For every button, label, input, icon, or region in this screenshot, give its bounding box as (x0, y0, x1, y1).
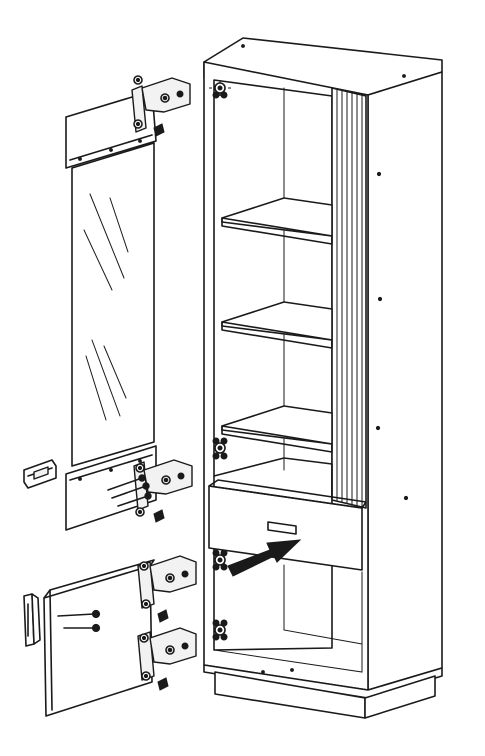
screw-icon (153, 509, 165, 523)
shelf-4 (213, 457, 333, 499)
cabinet (203, 37, 443, 719)
hinge-lower-bottom (137, 627, 197, 691)
top-dot (402, 74, 406, 78)
shelf-3 (221, 405, 333, 453)
side-dot (375, 425, 381, 431)
glass-door (65, 90, 157, 531)
screw-icon (157, 609, 169, 623)
lower-door-handle (23, 593, 41, 647)
shelf-1 (221, 197, 333, 245)
screw-icon (153, 123, 165, 137)
hinge-top (131, 75, 191, 137)
top-dot (241, 44, 245, 48)
cabinet-hinge-plate (209, 80, 231, 99)
lower-door (43, 559, 155, 717)
hinge-middle (133, 459, 193, 523)
side-dot (403, 495, 409, 501)
drawer (208, 479, 367, 571)
plinth-side (364, 675, 436, 719)
lower-door-panel (43, 565, 153, 717)
cabinet-right-side (367, 71, 443, 691)
glass-door-handle (23, 459, 57, 489)
screws-lower (57, 609, 101, 633)
drawer-arrow (227, 539, 302, 577)
cabinet-hinge-plate (212, 619, 228, 641)
screws-middle (107, 474, 152, 507)
side-dot (377, 296, 383, 302)
lower-compartment (213, 555, 363, 673)
side-dot (376, 171, 382, 177)
cabinet-fluted-panel (331, 87, 367, 509)
cabinet-hinge-plate (212, 437, 228, 460)
hinge-lower-top (137, 555, 197, 623)
bottom-dot (290, 668, 294, 672)
cabinet-bottom-edge (203, 664, 443, 699)
glass-pane (71, 142, 155, 467)
cabinet-hinge-plate (212, 549, 228, 571)
drawer-handle (267, 521, 297, 535)
bottom-dot (261, 670, 265, 674)
screw-icon (157, 677, 169, 691)
lower-compartment-back (283, 564, 363, 645)
shelf-2 (221, 301, 333, 349)
